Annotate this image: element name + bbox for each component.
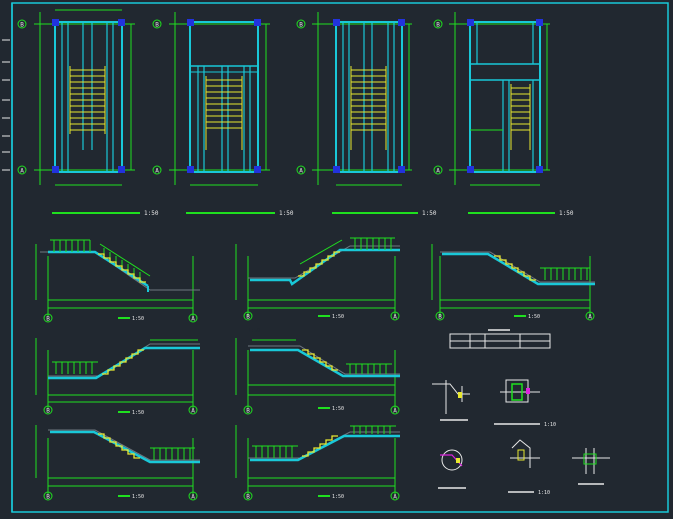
axis-label-right: A <box>588 314 592 321</box>
stair-section-2: B A 1:50 <box>235 237 400 321</box>
axis-label-left: B <box>246 408 250 415</box>
stair-section-6: B A 1:50 <box>35 425 200 501</box>
section-scale-label: 1:50 <box>528 314 540 320</box>
axis-label-bottom: A <box>299 168 303 175</box>
stair-section-7: B A 1:50 <box>235 425 400 501</box>
axis-label-left: B <box>438 314 442 321</box>
section-scale-label: 1:50 <box>332 406 344 412</box>
axis-bubble-top <box>17 19 27 29</box>
stair-plan-3: B A 1:50 <box>296 12 437 217</box>
axis-label-left: B <box>46 408 50 415</box>
sheet-frame <box>11 2 669 513</box>
stair-section-5: B A 1:50 <box>235 338 400 415</box>
stair-section-3: B A 1:50 <box>431 244 595 321</box>
axis-label-bottom: A <box>436 168 440 175</box>
node-detail-5 <box>572 448 610 485</box>
stair-section-1: B A 1:50 <box>35 239 200 323</box>
section-scale-label: 1:50 <box>332 314 344 320</box>
axis-label-top: B <box>299 22 303 29</box>
axis-label-left: B <box>246 314 250 321</box>
plan-scale-label: 1:50 <box>144 210 159 217</box>
axis-label-bottom: A <box>155 168 159 175</box>
plan-scale-label: 1:50 <box>279 210 294 217</box>
stair-plan-2: B A 1:50 <box>152 12 294 217</box>
stair-plan-4: B A 1:50 <box>433 12 574 217</box>
axis-label-top: B <box>155 22 159 29</box>
axis-label-top: B <box>20 22 24 29</box>
section-scale-label: 1:50 <box>132 494 144 500</box>
axis-bubble-bottom <box>17 165 27 175</box>
stair-plan-1: B A 1:50 <box>17 9 159 217</box>
node-detail-1 <box>432 380 470 421</box>
plan-scale-label: 1:50 <box>422 210 437 217</box>
section-scale-label: 1:50 <box>132 316 144 322</box>
axis-label-left: B <box>46 316 50 323</box>
axis-label-right: A <box>191 316 195 323</box>
node-detail-2: 1:10 <box>494 379 556 428</box>
note-table <box>449 329 551 349</box>
binding-margin-ticks <box>2 39 10 171</box>
axis-label-right: A <box>393 314 397 321</box>
axis-label-left: B <box>246 494 250 501</box>
detail-scale-label: 1:10 <box>538 490 550 496</box>
axis-label-right: A <box>191 494 195 501</box>
section-scale-label: 1:50 <box>332 494 344 500</box>
stair-section-4: B A 1:50 <box>35 338 200 416</box>
plan-scale-label: 1:50 <box>559 210 574 217</box>
axis-label-right: A <box>393 408 397 415</box>
section-scale-label: 1:50 <box>248 328 260 334</box>
node-detail-3 <box>438 449 466 489</box>
axis-label-right: A <box>191 408 195 415</box>
detail-scale-label: 1:10 <box>544 422 556 428</box>
axis-label-bottom: A <box>20 168 24 175</box>
axis-label-left: B <box>46 494 50 501</box>
node-detail-4: 1:10 <box>508 439 550 496</box>
stair-section-8-marker: 1:50 <box>248 328 260 334</box>
section-scale-label: 1:50 <box>132 410 144 416</box>
axis-label-top: B <box>436 22 440 29</box>
axis-label-right: A <box>393 494 397 501</box>
